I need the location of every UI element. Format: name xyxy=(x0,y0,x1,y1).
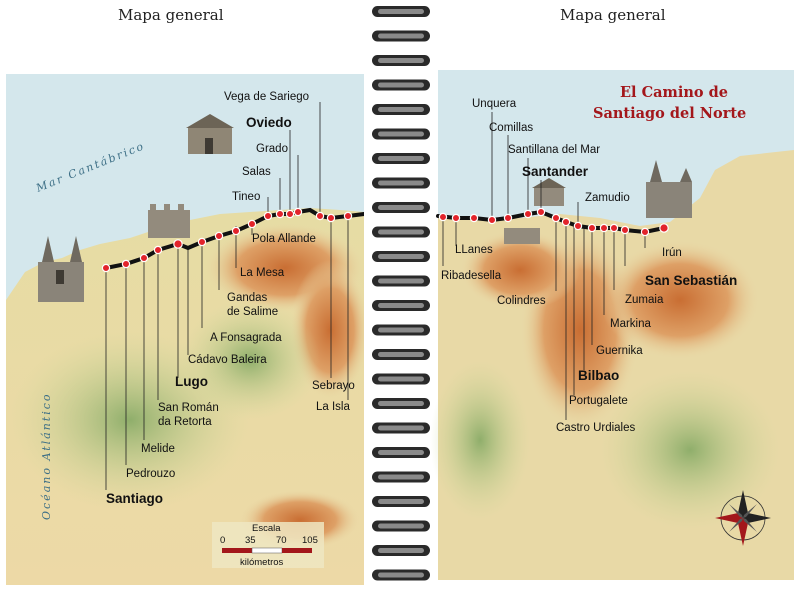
town-label: A Fonsagrada xyxy=(210,332,282,344)
binding-ring-highlight xyxy=(378,499,424,504)
compass-rose-icon xyxy=(715,490,771,546)
binding-ring-highlight xyxy=(378,425,424,431)
scale-bar: Escala 0 35 70 105 kilómetros xyxy=(212,522,324,568)
town-label: Santillana del Mar xyxy=(508,144,600,156)
binding-ring-highlight xyxy=(378,180,424,186)
binding-ring-highlight xyxy=(378,131,424,137)
route-stops-right xyxy=(438,207,669,237)
town-label: Santander xyxy=(522,164,589,179)
town-label: San Sebastián xyxy=(645,273,737,288)
left-map-panel: Mar Cantábrico Océano Atlántico xyxy=(6,74,370,585)
binding-ring-highlight xyxy=(378,156,424,161)
binding-ring-highlight xyxy=(378,205,424,210)
left-page-title: Mapa general xyxy=(118,6,224,24)
town-label: Irún xyxy=(662,247,682,259)
town-label: Vega de Sariego xyxy=(224,91,309,103)
town-label: Guernika xyxy=(596,345,643,357)
bridge-icon xyxy=(504,228,540,244)
town-label: Markina xyxy=(610,318,652,330)
binding-ring-highlight xyxy=(378,82,424,88)
binding-ring-highlight xyxy=(378,548,424,553)
mountain-relief xyxy=(460,230,580,310)
cathedral-icon xyxy=(38,236,84,302)
town-label: Zamudio xyxy=(585,192,630,204)
church-icon xyxy=(186,114,234,154)
town-label: Ribadesella xyxy=(441,270,502,282)
scale-tick: 105 xyxy=(302,535,318,546)
town-label: Salas xyxy=(242,166,271,178)
route-title-line1: El Camino de xyxy=(620,84,728,101)
binding-ring-highlight xyxy=(378,278,424,284)
mountain-relief xyxy=(600,240,760,360)
town-label: Pedrouzo xyxy=(126,468,175,480)
binding-ring-highlight xyxy=(378,303,424,308)
town-label: Comillas xyxy=(489,122,533,134)
town-label: La Mesa xyxy=(240,267,285,279)
lowland-relief xyxy=(600,370,780,530)
town-label: Cádavo Baleira xyxy=(188,354,267,366)
town-label: Bilbao xyxy=(578,368,619,383)
town-label: Colindres xyxy=(497,295,546,307)
town-label: Tineo xyxy=(232,191,260,203)
scale-tick: 35 xyxy=(245,535,256,546)
binding-ring-highlight xyxy=(378,352,424,357)
town-label: Castro Urdiales xyxy=(556,422,635,434)
cathedral-icon xyxy=(646,160,692,218)
town-label: Lugo xyxy=(175,374,208,389)
leader-lines-left xyxy=(105,102,349,490)
town-label: Sebrayo xyxy=(312,380,355,392)
town-label: Melide xyxy=(141,443,175,455)
town-label: Oviedo xyxy=(246,115,292,130)
spiral-binding xyxy=(364,0,438,590)
fortress-icon xyxy=(148,204,190,238)
town-label: LLanes xyxy=(455,244,493,256)
binding-ring-highlight xyxy=(378,474,424,480)
town-label: Zumaia xyxy=(625,294,664,306)
town-label: Grado xyxy=(256,143,288,155)
route-stops-left xyxy=(101,207,353,273)
town-label: La Isla xyxy=(316,401,350,413)
scale-unit: kilómetros xyxy=(240,557,284,568)
town-label: Pola Allande xyxy=(252,233,316,245)
binding-ring-highlight xyxy=(378,401,424,406)
binding-ring-highlight xyxy=(378,376,424,382)
town-label: da Retorta xyxy=(158,416,212,428)
town-label: Santiago xyxy=(106,491,163,506)
binding-ring-highlight xyxy=(378,572,424,578)
lowland-relief xyxy=(180,300,320,420)
binding-ring-highlight xyxy=(378,58,424,63)
lowland-relief xyxy=(430,360,530,520)
right-page-title: Mapa general xyxy=(560,6,666,24)
scale-tick: 0 xyxy=(220,535,225,546)
binding-ring-highlight xyxy=(378,523,424,529)
right-map-panel: El Camino de Santiago del Norte xyxy=(430,70,794,580)
scale-tick: 70 xyxy=(276,535,287,546)
church-icon xyxy=(532,178,566,206)
scale-title: Escala xyxy=(252,523,281,534)
binding-ring-highlight xyxy=(378,254,424,259)
sea-label-atlantico: Océano Atlántico xyxy=(40,392,53,520)
town-label: de Salime xyxy=(227,306,278,318)
town-label: San Román xyxy=(158,402,219,414)
town-label: Unquera xyxy=(472,98,517,110)
binding-ring-highlight xyxy=(378,107,424,112)
binding-ring-highlight xyxy=(378,229,424,235)
binding-ring-highlight xyxy=(378,9,424,14)
route-title-line2: Santiago del Norte xyxy=(593,105,746,122)
town-label: Portugalete xyxy=(569,395,628,407)
binding-ring-highlight xyxy=(378,450,424,455)
town-label: Gandas xyxy=(227,292,268,304)
binding-ring-highlight xyxy=(378,33,424,39)
binding-ring-highlight xyxy=(378,327,424,333)
